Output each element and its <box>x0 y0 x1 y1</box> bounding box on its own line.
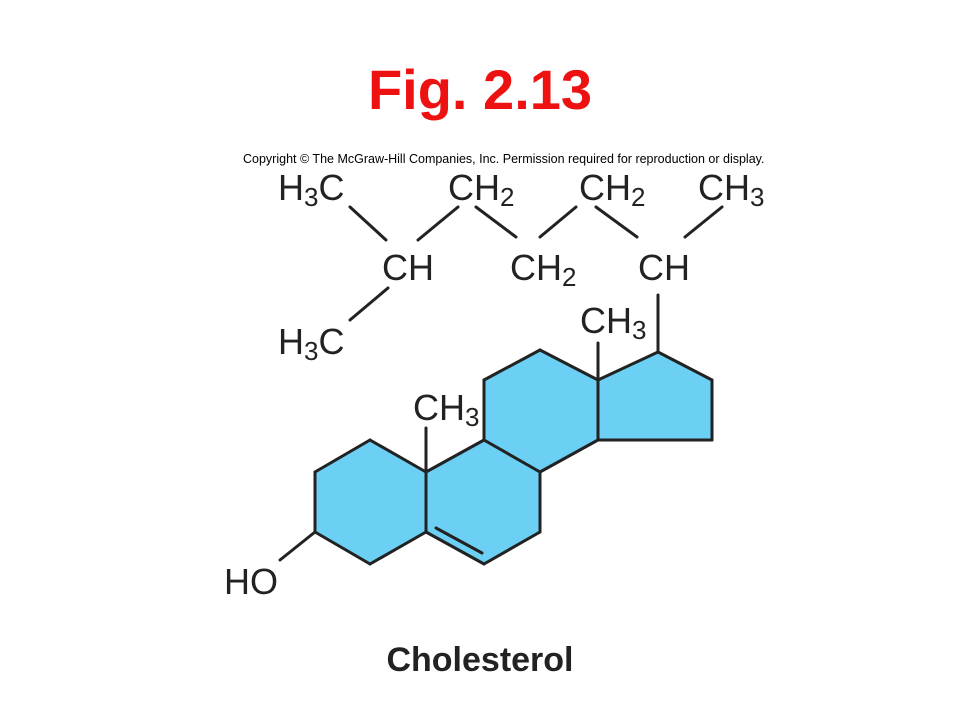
label-ch3-top: CH3 <box>698 167 764 212</box>
ring-a <box>315 440 426 564</box>
figure-title: Fig. 2.13 <box>367 58 593 121</box>
ring-b <box>426 440 540 564</box>
label-ch-right: CH <box>638 247 690 288</box>
label-ch3-c10: CH3 <box>413 387 479 432</box>
atom-labels: H3C CH2 CH2 CH3 CH CH2 CH H3C CH3 CH3 HO <box>224 167 764 602</box>
label-ho: HO <box>224 561 278 602</box>
ring-d <box>598 352 712 440</box>
molecule-caption: Cholesterol <box>386 641 574 679</box>
bonds <box>278 205 724 566</box>
label-ch3-c13: CH3 <box>580 300 646 345</box>
label-ch2-a: CH2 <box>448 167 514 212</box>
ring-c <box>484 350 598 472</box>
label-ch-left: CH <box>382 247 434 288</box>
copyright-notice: Copyright © The McGraw-Hill Companies, I… <box>243 152 765 166</box>
steroid-rings <box>315 350 712 564</box>
label-ch2-mid: CH2 <box>510 247 576 292</box>
label-ch2-b: CH2 <box>579 167 645 212</box>
label-h3c-top: H3C <box>278 167 344 212</box>
label-h3c-bottom: H3C <box>278 321 344 366</box>
double-bond <box>434 526 484 555</box>
